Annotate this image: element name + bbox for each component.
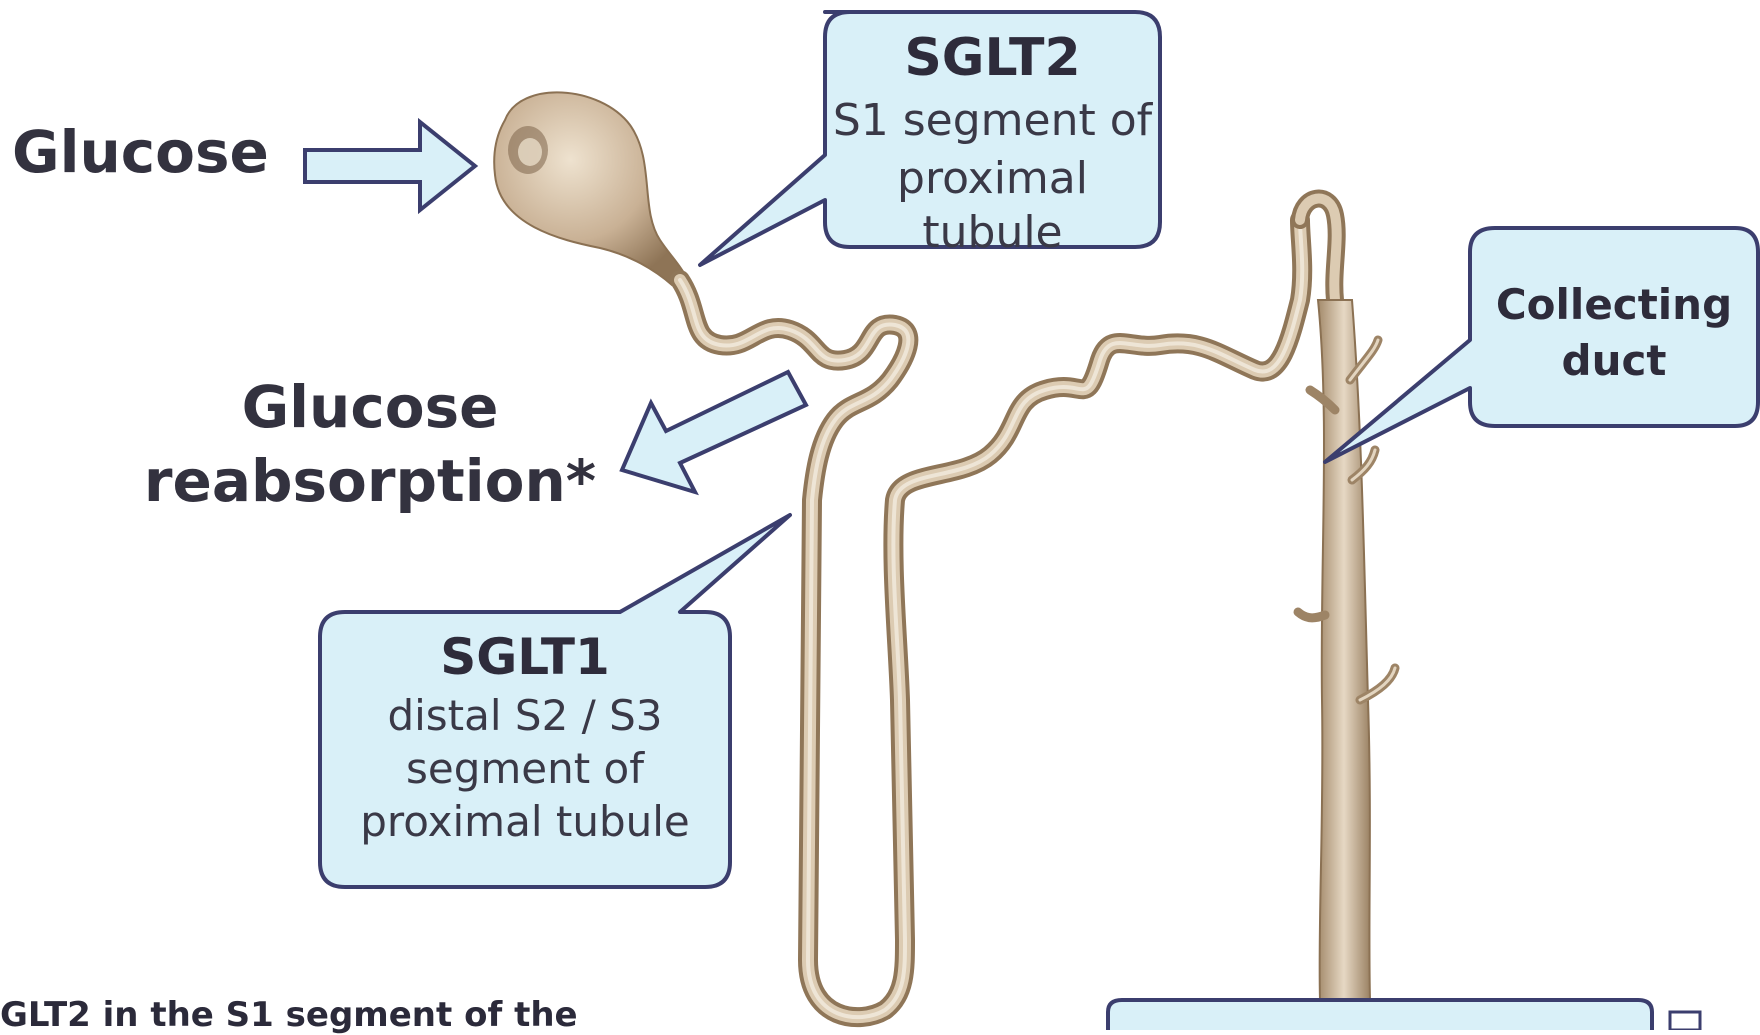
- sglt2-title: SGLT2: [825, 28, 1160, 88]
- sglt1-title: SGLT1: [320, 628, 730, 686]
- sglt1-line1: distal S2 / S3: [320, 690, 730, 741]
- sglt1-line3: proximal tubule: [320, 796, 730, 847]
- reabsorption-line2: reabsorption*: [140, 449, 600, 515]
- reabsorption-label: Glucose reabsorption*: [140, 375, 600, 514]
- sglt2-line2: proximal tubule: [825, 152, 1160, 259]
- footnote-fragment: GLT2 in the S1 segment of the: [0, 995, 578, 1035]
- glucose-label: Glucose: [12, 120, 269, 186]
- right-arrow-icon: [305, 122, 475, 210]
- down-left-arrow-icon: [622, 372, 806, 492]
- bottom-partial-box: [1108, 1000, 1700, 1030]
- collecting-duct-line2: duct: [1470, 336, 1758, 385]
- collecting-duct-line1: Collecting: [1470, 280, 1758, 329]
- sglt1-line2: segment of: [320, 743, 730, 794]
- reabsorption-line1: Glucose: [140, 375, 600, 441]
- sglt2-line1: S1 segment of: [825, 94, 1160, 148]
- bowman-capsule: [494, 92, 685, 285]
- proximal-tubule: [680, 220, 1302, 1017]
